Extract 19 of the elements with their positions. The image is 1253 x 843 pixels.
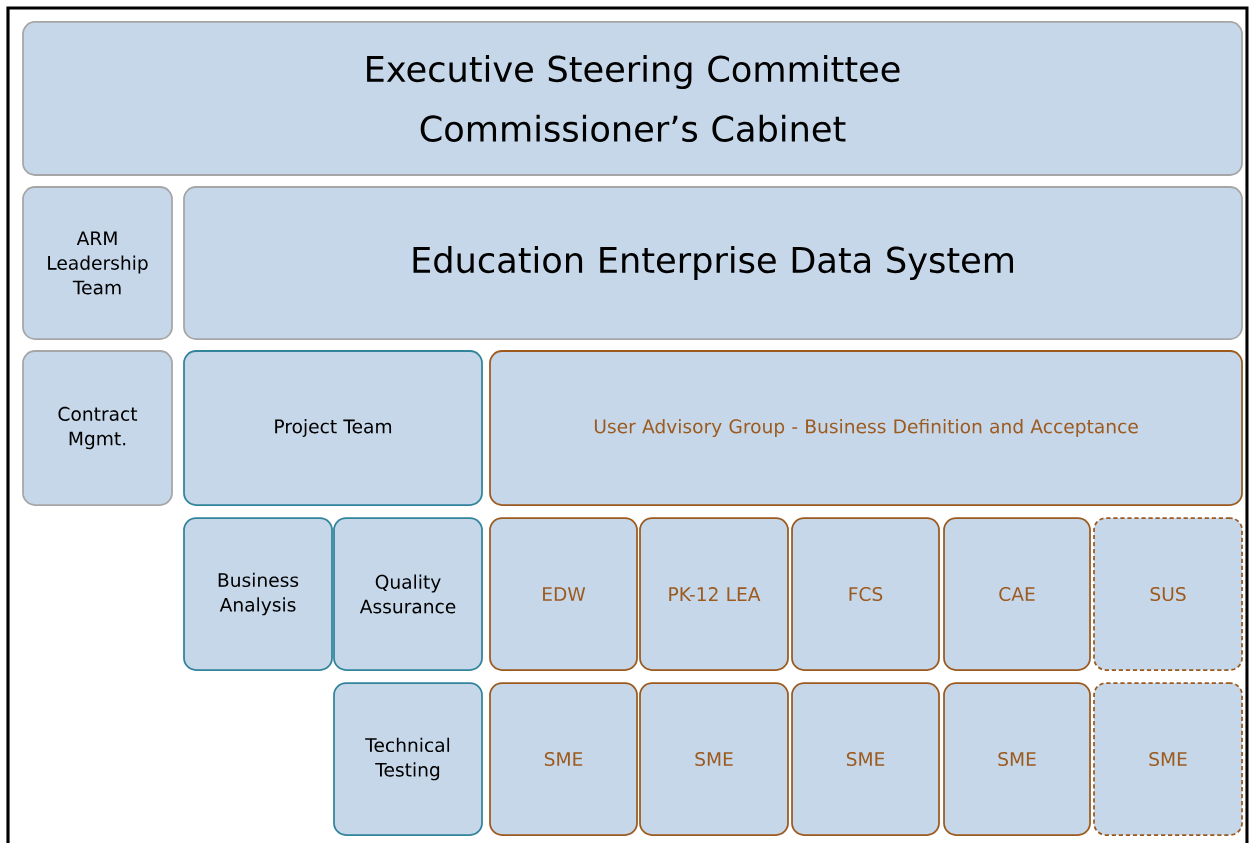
group-box: SME [943,682,1091,836]
group-box: Technical Testing [333,682,483,836]
group-box: Education Enterprise Data System [183,186,1243,340]
group-box: SME [791,682,940,836]
group-box: SME [489,682,638,836]
group-box: FCS [791,517,940,671]
group-box: EDW [489,517,638,671]
group-box: Quality Assurance [333,517,483,671]
group-box: ARM Leadership Team [22,186,173,340]
group-box: User Advisory Group - Business Definition and Acceptance [489,350,1243,506]
group-box: Executive Steering Committee Commissioner’s Cabinet [22,21,1243,176]
group-box: SUS [1093,517,1243,671]
group-box: Business Analysis [183,517,333,671]
group-box: SME [639,682,789,836]
group-box: PK-12 LEA [639,517,789,671]
group-box: CAE [943,517,1091,671]
group-box: Contract Mgmt. [22,350,173,506]
group-box: Project Team [183,350,483,506]
group-box: SME [1093,682,1243,836]
